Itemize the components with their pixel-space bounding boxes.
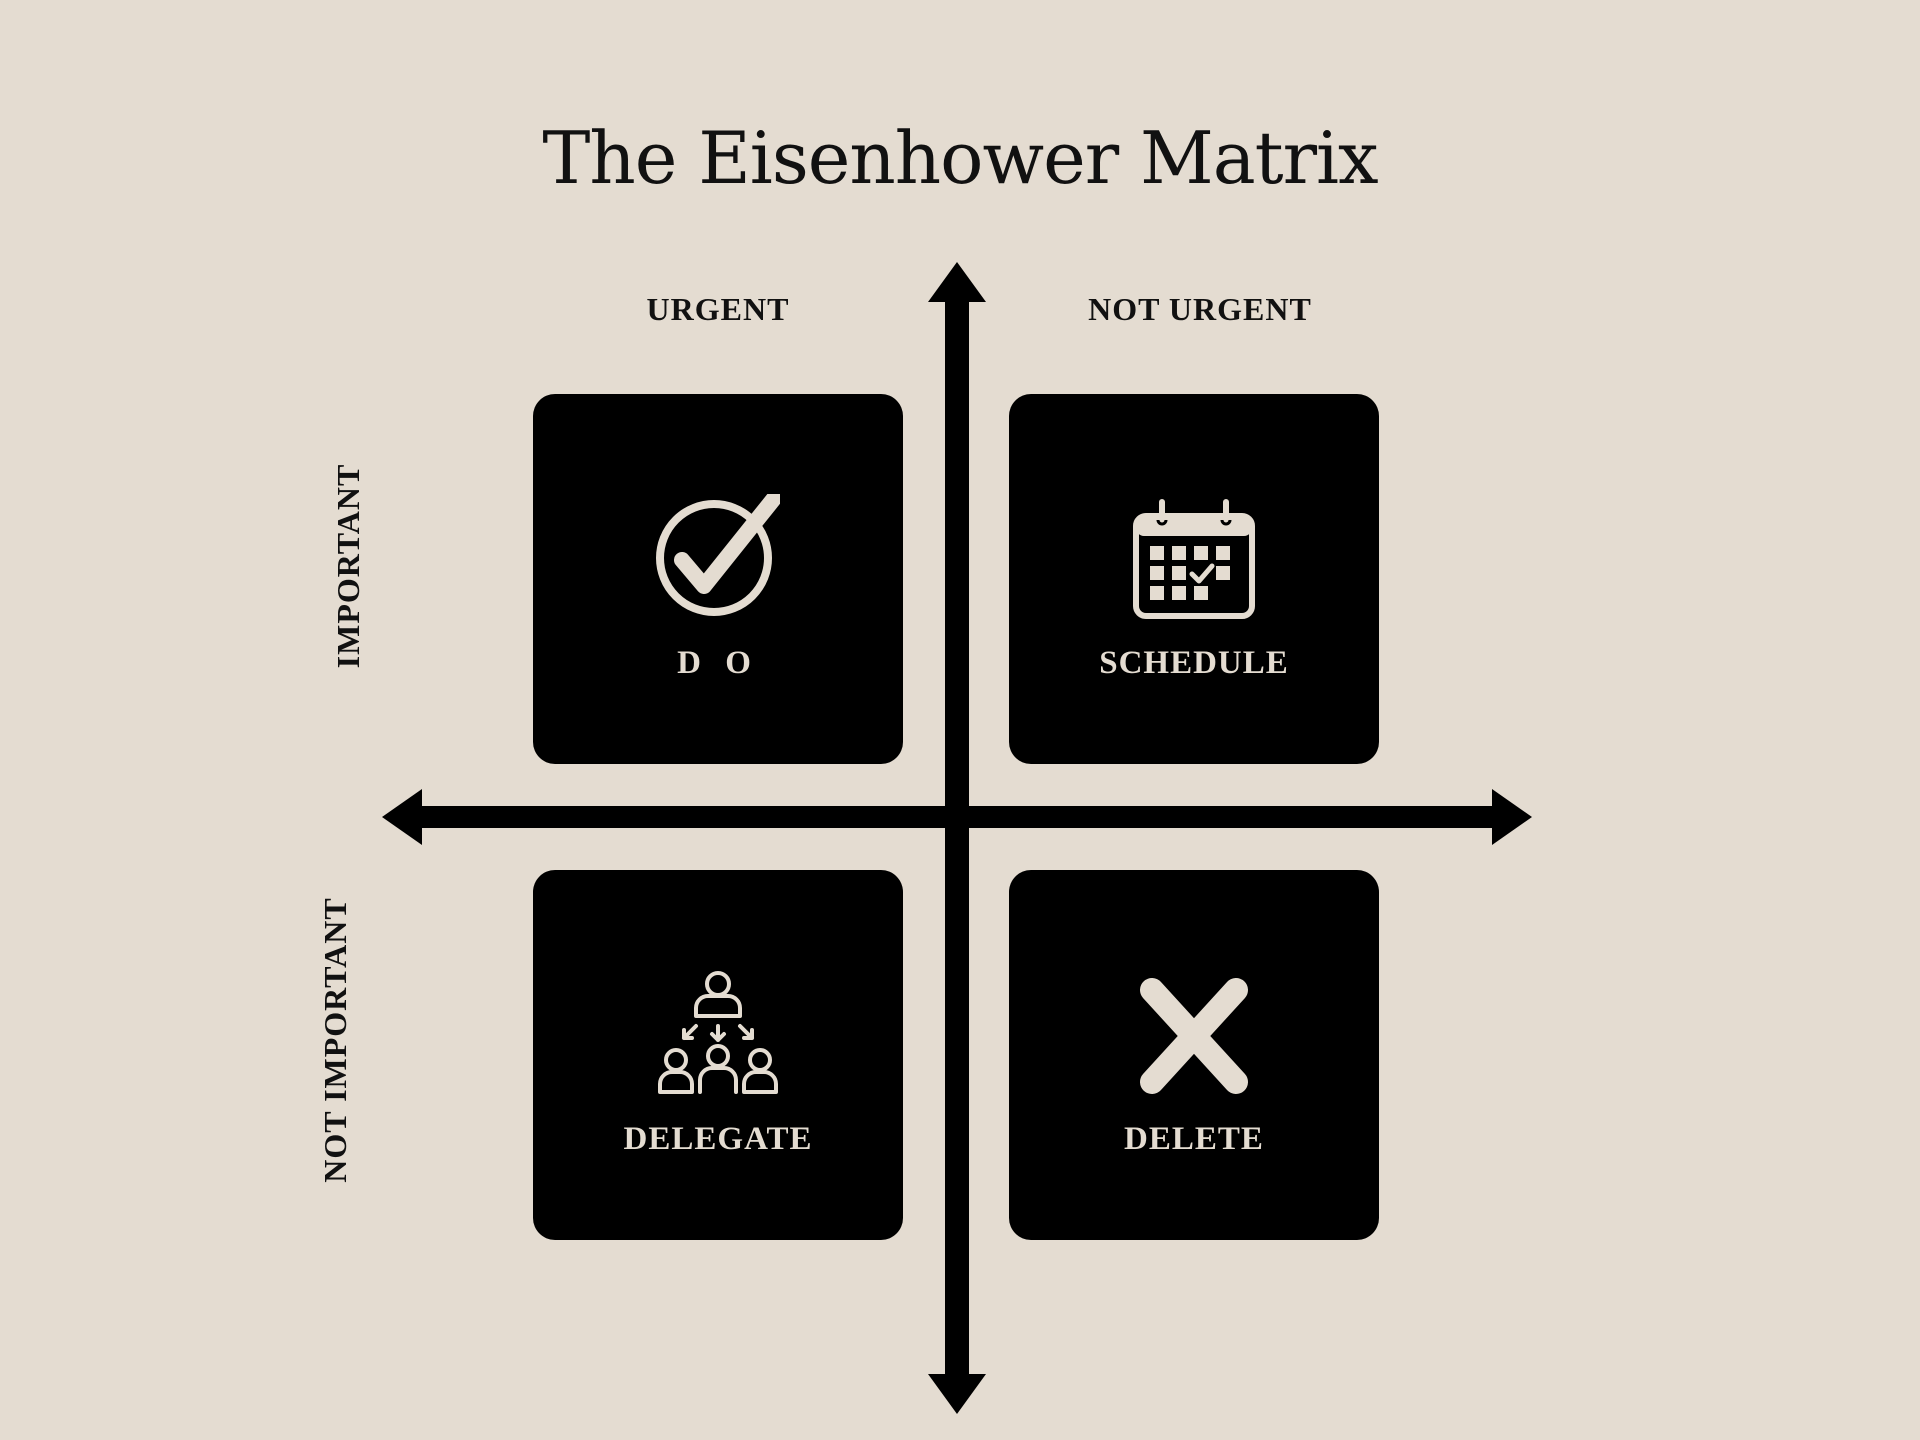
vertical-axis-arrow	[928, 262, 986, 1414]
quadrant-do[interactable]: D O	[533, 394, 903, 764]
page-title: The Eisenhower Matrix	[542, 116, 1378, 200]
quadrant-schedule[interactable]: SCHEDULE	[1009, 394, 1379, 764]
quadrant-delete[interactable]: DELETE	[1009, 870, 1379, 1240]
column-label-urgent: URGENT	[646, 291, 790, 327]
quadrant-label-do: D O	[677, 645, 759, 681]
x-icon	[1009, 974, 1379, 1098]
quadrant-label-delegate: DELEGATE	[623, 1121, 813, 1157]
quadrant-label-delete: DELETE	[1124, 1121, 1264, 1157]
quadrant-label-schedule: SCHEDULE	[1099, 645, 1289, 681]
calendar-icon	[1009, 498, 1379, 622]
horizontal-axis-arrow	[382, 789, 1532, 845]
check-circle-icon	[533, 494, 903, 618]
column-label-not-urgent: NOT URGENT	[1088, 291, 1312, 327]
quadrant-delegate[interactable]: DELEGATE	[533, 870, 903, 1240]
team-hierarchy-icon	[533, 970, 903, 1094]
